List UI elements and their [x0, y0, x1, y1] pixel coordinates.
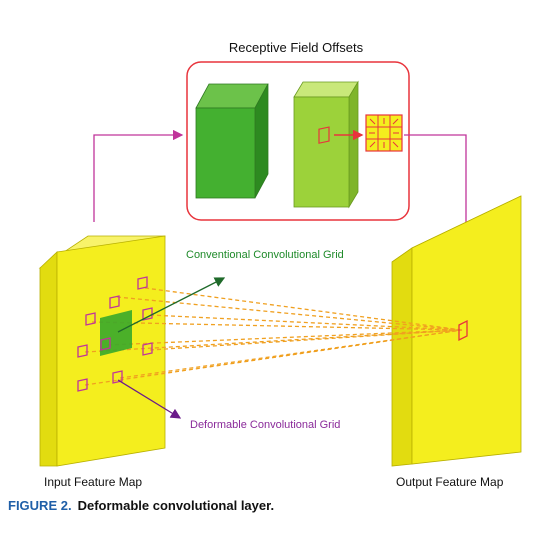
- sampling-lines: [84, 287, 463, 386]
- output-sample-box: [458, 319, 468, 342]
- conventional-pointer: [117, 277, 226, 333]
- figure-caption: FIGURE 2. Deformable convolutional layer.: [8, 498, 274, 513]
- offset-map: [293, 80, 359, 209]
- input-to-offsets-arrow: [93, 129, 184, 222]
- conventional-grid-patch: [100, 310, 132, 356]
- offsets-box: [186, 61, 410, 221]
- figure-number: FIGURE 2.: [8, 498, 72, 513]
- deformable-sample-boxes: [77, 276, 153, 392]
- offset-field-icon: [365, 114, 403, 152]
- deformable-grid-label: Deformable Convolutional Grid: [190, 419, 340, 431]
- conventional-grid-label: Conventional Convolutional Grid: [186, 249, 344, 261]
- output-map-label: Output Feature Map: [396, 475, 504, 489]
- conv-block: [195, 83, 269, 199]
- caption-text: Deformable convolutional layer.: [77, 498, 275, 513]
- input-map-label: Input Feature Map: [44, 475, 142, 489]
- deformable-pointer: [117, 379, 182, 419]
- offset-sample-box: [318, 126, 330, 144]
- offsets-title: Receptive Field Offsets: [229, 40, 364, 55]
